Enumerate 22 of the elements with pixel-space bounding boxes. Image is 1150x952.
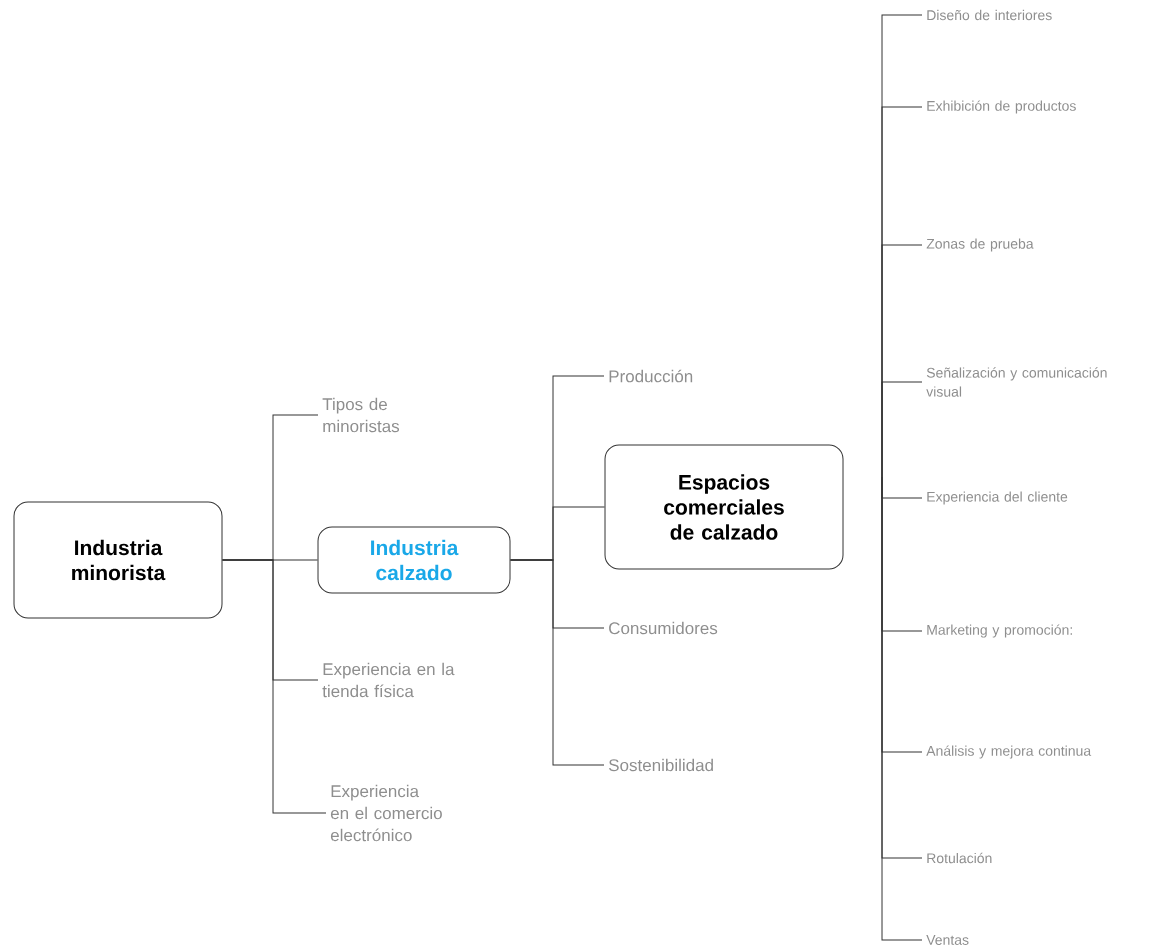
connector-line bbox=[510, 559, 605, 766]
subtopic-label: Exhibición de productos bbox=[927, 100, 1076, 114]
subtopic-label: Ventas bbox=[926, 935, 969, 945]
subtopic-label: Sostenibilidad bbox=[609, 758, 713, 772]
topic-box: Industria minorista bbox=[13, 501, 223, 619]
subtopic-label: Consumidores bbox=[609, 621, 718, 635]
connector-line bbox=[881, 381, 923, 478]
subtopic-label: Señalización y comunicación visual bbox=[926, 367, 1107, 397]
subtopic-label: Rotulación bbox=[927, 852, 992, 864]
subtopic-label: Experiencia en el comercio electrónico bbox=[330, 784, 442, 842]
subtopic-label: Marketing y promoción: bbox=[927, 624, 1072, 638]
connector-line bbox=[881, 476, 923, 941]
subtopic-label: Experiencia en la tienda física bbox=[322, 662, 455, 698]
subtopic-label: Tipos de minoristas bbox=[322, 397, 400, 433]
topic-box: Espacios comerciales de calzado bbox=[604, 444, 844, 570]
subtopic-label: Diseño de interiores bbox=[927, 9, 1052, 21]
subtopic-label: Producción bbox=[609, 369, 693, 383]
topic-box: Industria calzado bbox=[317, 526, 511, 594]
subtopic-label: Análisis y mejora continua bbox=[926, 745, 1092, 759]
subtopic-label: Experiencia del cliente bbox=[927, 491, 1068, 505]
subtopic-label: Zonas de prueba bbox=[926, 238, 1034, 252]
connector-line bbox=[222, 559, 327, 814]
